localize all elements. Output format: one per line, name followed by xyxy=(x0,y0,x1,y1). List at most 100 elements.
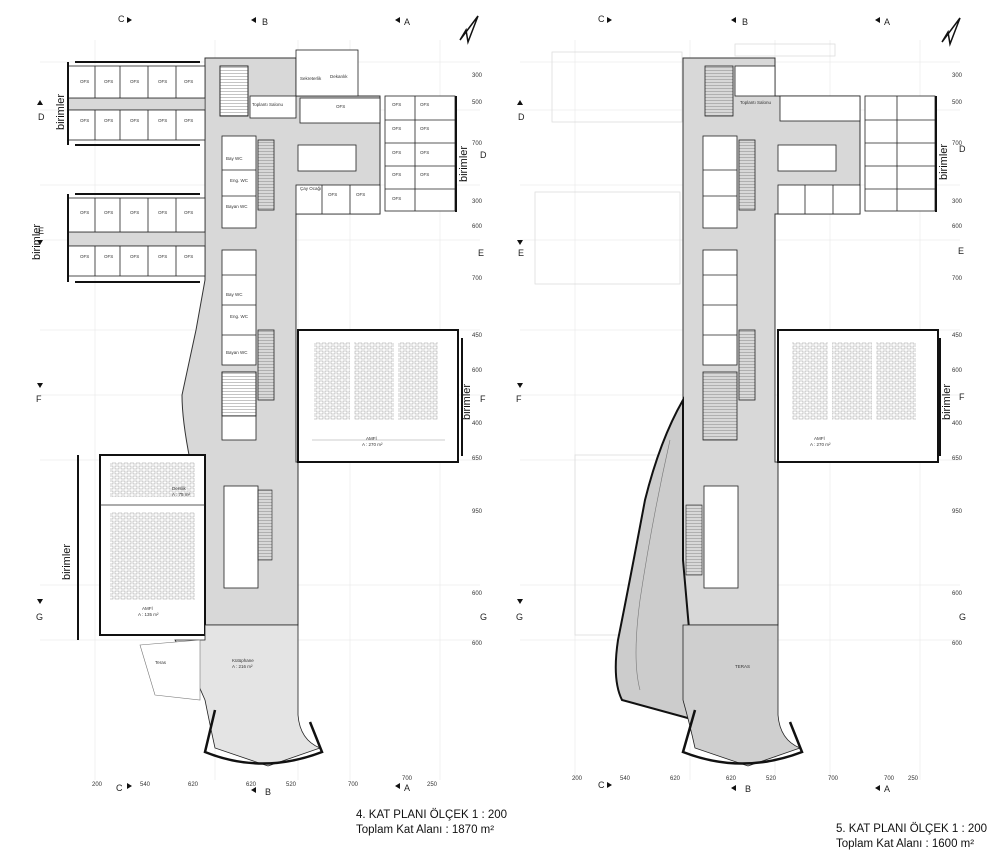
section-mark-b-top-4: B xyxy=(262,17,268,27)
section-mark-d-left-5: D xyxy=(518,112,525,122)
tea-room-label: Çay Ocağı xyxy=(300,186,321,191)
svg-text:650: 650 xyxy=(952,456,963,462)
office-label: OFS xyxy=(158,118,167,123)
accessible-wc-label: Eng. WC xyxy=(230,178,249,183)
section-mark-b-bottom-5: B xyxy=(745,784,751,794)
units-labels: birimler birimler birimler birimler biri… xyxy=(31,94,953,580)
dimensions-bottom-5: 200 540 620 620 520 700 700 250 xyxy=(572,776,919,782)
library-label: Kütüphane xyxy=(232,658,254,663)
svg-text:600: 600 xyxy=(952,591,963,597)
section-mark-d-left-4: D xyxy=(38,112,45,122)
terrace-main-5 xyxy=(682,624,802,767)
office-label: OFS xyxy=(80,210,89,215)
mens-wc-label: Bay WC xyxy=(226,292,243,297)
svg-text:700: 700 xyxy=(472,141,483,147)
svg-text:400: 400 xyxy=(472,421,483,427)
office-label: OFS xyxy=(184,254,193,259)
office-label: OFS xyxy=(158,254,167,259)
dimensions-bottom-4: 200 540 620 620 520 700 700 250 xyxy=(92,776,438,788)
svg-text:950: 950 xyxy=(952,509,963,515)
west-wing-corridor-top xyxy=(67,97,206,111)
terrace-curve-5 xyxy=(614,396,697,722)
office-label: OFS xyxy=(392,196,401,201)
office-label: OFS xyxy=(184,210,193,215)
plan-4-area: Toplam Kat Alanı : 1870 m² xyxy=(356,824,495,836)
central-void-5 xyxy=(703,485,739,589)
svg-text:700: 700 xyxy=(828,776,839,782)
svg-text:540: 540 xyxy=(140,782,151,788)
plan-4-drawing xyxy=(67,49,463,767)
svg-text:600: 600 xyxy=(952,641,963,647)
service-cores xyxy=(221,135,275,441)
dimensions-right-4: 300 500 700 300 600 700 450 600 400 650 … xyxy=(472,73,483,647)
amphitheater-270-5 xyxy=(777,329,939,463)
library-area: A : 216 m² xyxy=(232,664,253,669)
svg-text:620: 620 xyxy=(670,776,681,782)
terrace-4 xyxy=(139,639,201,701)
amphitheater-label: AMFİ xyxy=(142,605,153,611)
terrace-label: TERAS xyxy=(735,664,750,669)
svg-text:450: 450 xyxy=(472,333,483,339)
svg-text:650: 650 xyxy=(472,456,483,462)
units-label-east-amfi-4: birimler xyxy=(461,384,473,420)
office-label: OFS xyxy=(420,126,429,131)
plan-4-caption: 4. KAT PLANI ÖLÇEK 1 : 200 Toplam Kat Al… xyxy=(356,808,507,838)
svg-text:700: 700 xyxy=(472,276,483,282)
library-curve xyxy=(203,709,324,765)
room-labels-4: OFS OFS OFS OFS OFS OFS OFS OFS OFS OFS … xyxy=(80,74,429,669)
units-label-east-top-4: birimler xyxy=(458,146,470,182)
svg-text:700: 700 xyxy=(884,776,895,782)
secretary-label: Sekreterlik xyxy=(300,76,322,81)
section-mark-g-left-5: G xyxy=(516,612,523,622)
office-label: OFS xyxy=(80,79,89,84)
east-facade-fins-5 xyxy=(935,96,941,456)
svg-text:250: 250 xyxy=(908,776,919,782)
units-label-west-low-4: birimler xyxy=(61,544,73,580)
terrace-edge-5 xyxy=(681,709,804,765)
office-label: OFS xyxy=(336,104,345,109)
section-mark-c-top-4: C xyxy=(118,14,125,24)
amphitheater-area: A : 270 m² xyxy=(810,442,831,447)
office-label: OFS xyxy=(158,79,167,84)
svg-text:250: 250 xyxy=(427,782,438,788)
svg-text:600: 600 xyxy=(472,224,483,230)
office-label: OFS xyxy=(80,254,89,259)
section-mark-g-right-4: G xyxy=(480,612,487,622)
plan-5-caption: 5. KAT PLANI ÖLÇEK 1 : 200 Toplam Kat Al… xyxy=(836,822,987,852)
office-label: OFS xyxy=(392,102,401,107)
svg-text:950: 950 xyxy=(472,509,483,515)
svg-text:400: 400 xyxy=(952,421,963,427)
svg-text:500: 500 xyxy=(952,100,963,106)
section-mark-a-bottom-5: A xyxy=(884,784,890,794)
section-mark-a-top-5: A xyxy=(884,17,890,27)
svg-text:520: 520 xyxy=(766,776,777,782)
section-mark-c-top-5: C xyxy=(598,14,605,24)
office-label: OFS xyxy=(420,102,429,107)
room-labels-5: Toplantı Salonu AMFİ A : 270 m² TERAS xyxy=(735,100,831,669)
office-label: OFS xyxy=(392,126,401,131)
units-label-east-top-5: birimler xyxy=(938,144,950,180)
admin-block xyxy=(219,49,456,215)
svg-text:300: 300 xyxy=(952,73,963,79)
svg-text:600: 600 xyxy=(472,591,483,597)
section-mark-e-left-5: E xyxy=(518,248,524,258)
terrace-seating-5 xyxy=(635,439,671,691)
classroom-label: Derslik xyxy=(172,486,187,491)
service-cores-5 xyxy=(702,135,756,441)
svg-text:620: 620 xyxy=(246,782,257,788)
section-mark-g-right-5: G xyxy=(959,612,966,622)
west-wing-corridor-bottom xyxy=(67,231,206,247)
section-mark-b-bottom-4: B xyxy=(265,787,271,797)
north-offices-5 xyxy=(704,65,936,215)
svg-text:300: 300 xyxy=(472,73,483,79)
office-label: OFS xyxy=(130,79,139,84)
section-markers: C B A D E F G D E F G C B A C B A D E F … xyxy=(36,14,966,797)
svg-text:700: 700 xyxy=(402,776,413,782)
amphitheater-270 xyxy=(297,329,459,463)
section-mark-e-right-5: E xyxy=(958,246,964,256)
svg-text:200: 200 xyxy=(92,782,103,788)
section-mark-f-right-4: F xyxy=(480,394,486,404)
svg-text:600: 600 xyxy=(952,224,963,230)
section-mark-a-bottom-4: A xyxy=(404,783,410,793)
